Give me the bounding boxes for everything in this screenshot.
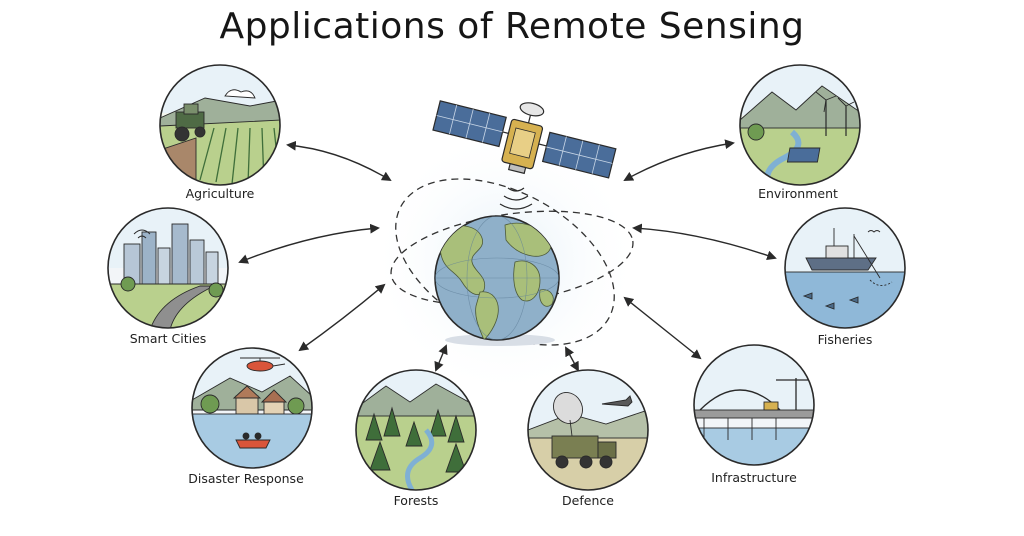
signal-waves xyxy=(499,187,533,210)
label-defence: Defence xyxy=(562,493,614,508)
smart-cities-illustration xyxy=(107,207,229,329)
defence-illustration xyxy=(527,369,649,491)
infrastructure-illustration xyxy=(693,344,815,466)
label-environment: Environment xyxy=(758,186,838,201)
label-smart-cities: Smart Cities xyxy=(129,331,207,346)
satellite-icon xyxy=(432,100,617,179)
label-disaster-response: Disaster Response xyxy=(188,471,304,486)
connector-arrows xyxy=(238,139,777,372)
environment-illustration xyxy=(739,64,861,186)
forests-illustration xyxy=(355,369,477,491)
fisheries-illustration xyxy=(784,207,906,329)
disaster-response-illustration xyxy=(191,347,313,469)
label-forests: Forests xyxy=(393,493,439,508)
diagram-title: Applications of Remote Sensing xyxy=(219,6,805,47)
label-agriculture: Agriculture xyxy=(185,186,255,201)
agriculture-illustration xyxy=(159,64,281,186)
label-infrastructure: Infrastructure xyxy=(711,470,797,485)
earth-globe xyxy=(434,215,560,346)
label-fisheries: Fisheries xyxy=(817,332,873,347)
